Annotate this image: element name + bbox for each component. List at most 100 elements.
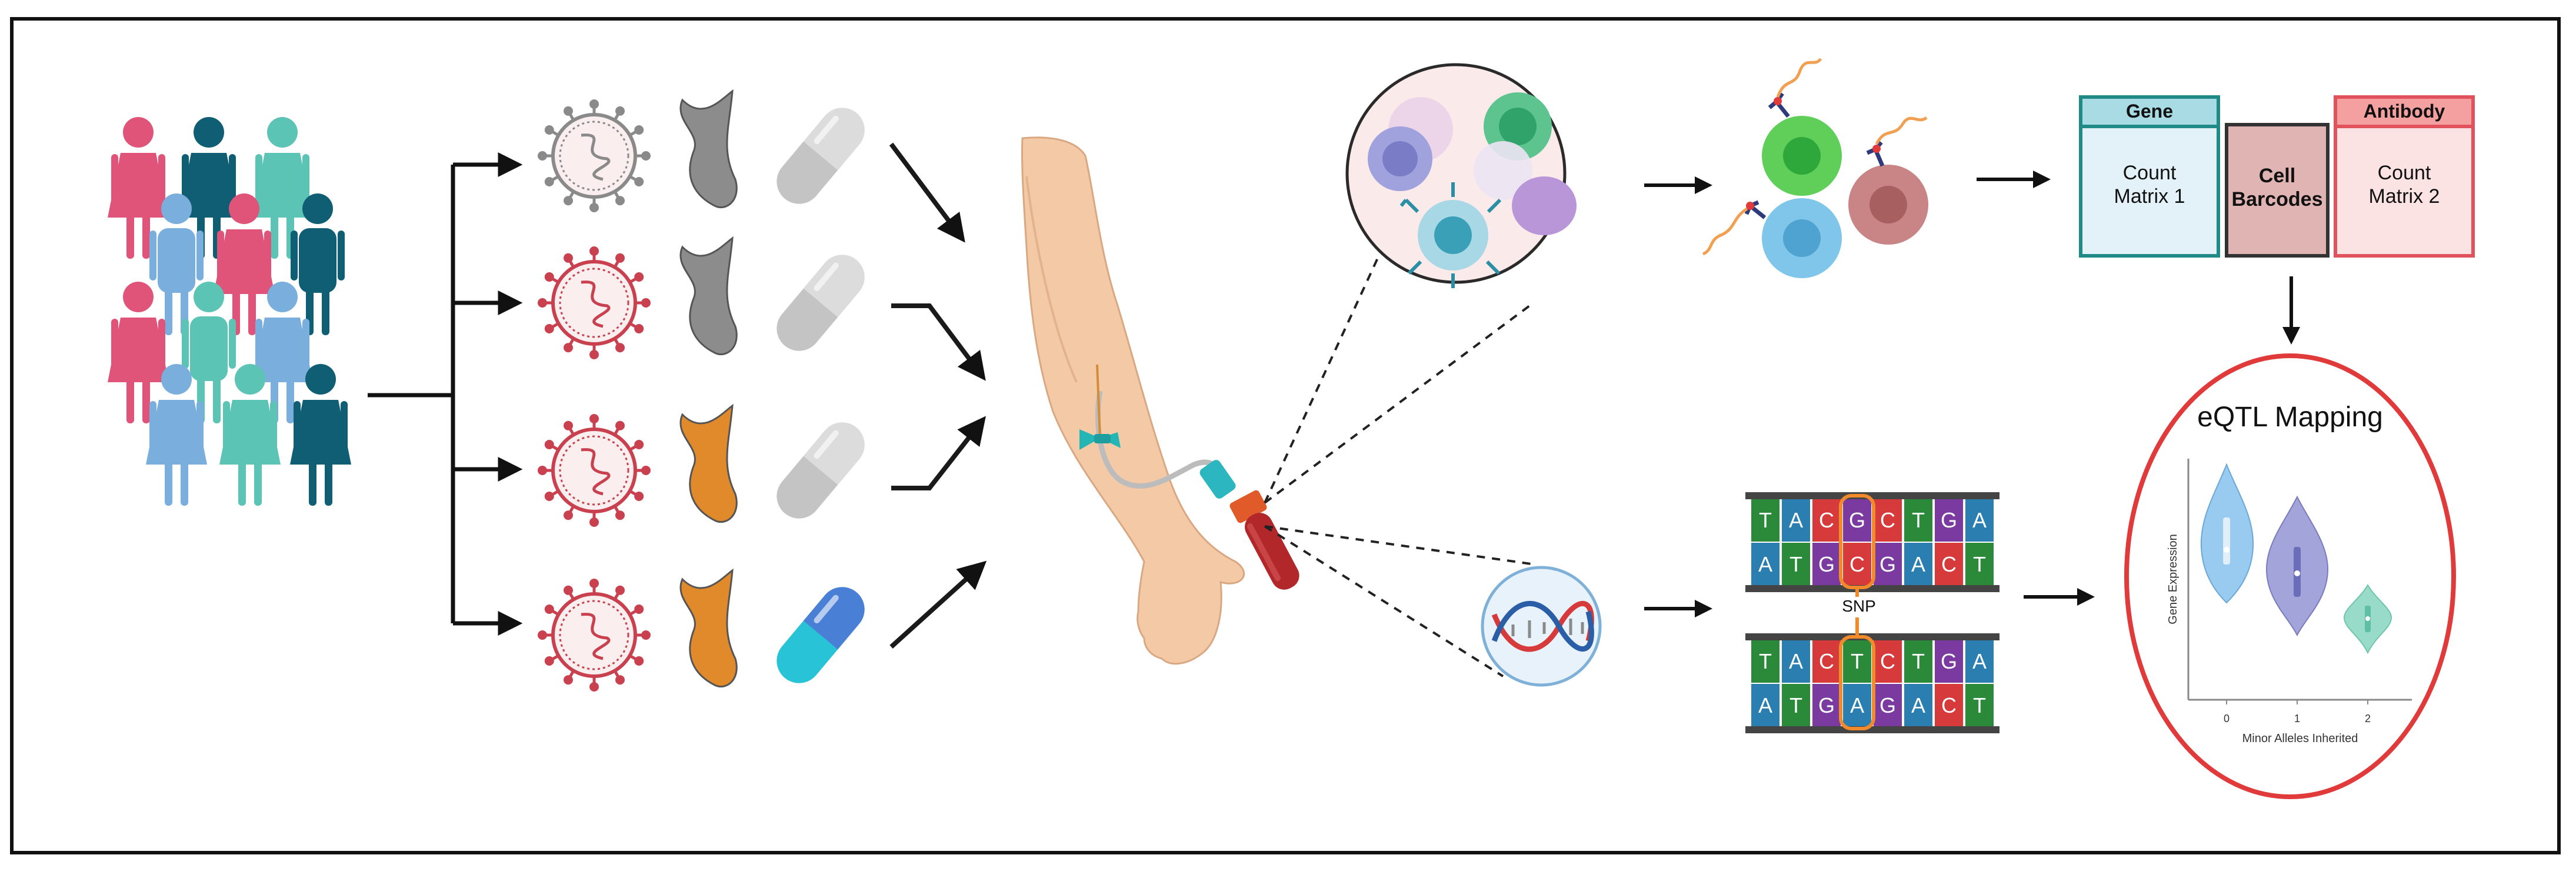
capsule-icon [777, 587, 865, 683]
condition-row [538, 403, 865, 527]
base-letter: G [1818, 552, 1835, 576]
base-letter: G [1941, 508, 1957, 532]
antibody-count-line2: Matrix 2 [2369, 185, 2440, 208]
base-letter: A [1911, 552, 1925, 576]
person-icon [178, 117, 239, 259]
right-arrows [1644, 171, 2300, 617]
person-icon [108, 117, 169, 259]
virus-icon [538, 99, 651, 212]
gene-count-line1: Count [2123, 162, 2177, 184]
figure-frame [10, 17, 2561, 854]
person-icon [108, 282, 169, 423]
base-letter: A [1850, 693, 1864, 717]
butterfly-needle [1079, 429, 1121, 450]
base-letter: T [1912, 649, 1925, 673]
base-letter: G [1879, 552, 1896, 576]
base-tile [1812, 640, 1841, 683]
base-letter: C [1941, 693, 1957, 717]
virus-icon [538, 579, 651, 692]
person-icon [290, 364, 351, 506]
antibody-matrix-header [2334, 95, 2475, 128]
base-letter: T [1759, 649, 1772, 673]
base-tile [1782, 543, 1810, 585]
tissue-icon [679, 568, 738, 688]
base-letter: T [1912, 508, 1925, 532]
base-tile [1904, 543, 1932, 585]
base-letter: A [1758, 552, 1772, 576]
gene-count-line2: Matrix 1 [2114, 185, 2185, 208]
base-tile [1935, 684, 1963, 726]
person-icon [252, 282, 313, 423]
gene-matrix-header [2079, 95, 2220, 128]
condition-row [538, 236, 865, 359]
person-icon [252, 117, 313, 259]
converging-arrows [889, 142, 987, 649]
base-letter: G [1941, 649, 1957, 673]
count-matrices: Gene Count Matrix 1 Cell Barcodes Antibo… [2079, 95, 2475, 258]
base-tile [1965, 684, 1994, 726]
base-tile [1904, 640, 1932, 683]
base-tile [1843, 543, 1871, 585]
eqtl-panel: eQTL Mapping Gene Expression Minor Allel… [2124, 353, 2456, 799]
base-letter: G [1879, 693, 1896, 717]
base-tile [1751, 543, 1779, 585]
antibody-header-label: Antibody [2364, 101, 2445, 122]
base-letter: A [1789, 649, 1803, 673]
base-letter: T [1789, 693, 1802, 717]
person-icon [146, 364, 207, 506]
base-tile [1843, 499, 1871, 542]
base-letter: T [1851, 649, 1864, 673]
base-tile [1874, 640, 1902, 683]
base-letter: A [1789, 508, 1803, 532]
base-tile [1965, 640, 1994, 683]
snp-highlight [1839, 635, 1875, 730]
capsule-icon [777, 108, 865, 204]
base-letter: A [1911, 693, 1925, 717]
base-letter: C [1941, 552, 1957, 576]
eqtl-tick-2: 2 [2365, 713, 2371, 724]
virus-icon [538, 246, 651, 359]
base-tile [1935, 499, 1963, 542]
base-tile [1782, 640, 1810, 683]
person-icon [219, 364, 281, 506]
base-tile [1843, 684, 1871, 726]
barcodes-line2: Barcodes [2232, 188, 2323, 211]
base-tile [1874, 543, 1902, 585]
base-letter: G [1849, 508, 1865, 532]
base-letter: C [1880, 649, 1895, 673]
base-tile [1904, 499, 1932, 542]
base-letter: C [1819, 649, 1834, 673]
person-icon [291, 193, 345, 335]
antibody-count-line1: Count [2378, 162, 2431, 184]
base-tile [1812, 499, 1841, 542]
arm [1021, 136, 1245, 665]
base-tile [1965, 543, 1994, 585]
base-tile [1874, 684, 1902, 726]
capsule-icon [777, 422, 865, 519]
cell-zoom-circle [1345, 63, 1577, 288]
eqtl-xlabel: Minor Alleles Inherited [2242, 732, 2358, 745]
base-letter: T [1973, 693, 1986, 717]
snp-label: SNP [1842, 597, 1876, 615]
antibody-labeled-cells [1702, 58, 1928, 278]
blood-tube [1229, 490, 1299, 590]
condition-row [538, 89, 865, 212]
base-tile [1935, 640, 1963, 683]
base-letter: A [1972, 508, 1987, 532]
base-letter: A [1972, 649, 1987, 673]
eqtl-tick-0: 0 [2224, 713, 2230, 724]
snp-highlight [1839, 494, 1875, 589]
base-letter: C [1819, 508, 1834, 532]
condition-rows [538, 89, 865, 692]
base-letter: C [1849, 552, 1865, 576]
base-letter: T [1789, 552, 1802, 576]
base-tile [1751, 684, 1779, 726]
tissue-icon [679, 403, 738, 523]
base-letter: A [1758, 693, 1772, 717]
base-letter: C [1880, 508, 1895, 532]
base-tile [1935, 543, 1963, 585]
cell-barcodes-box [2225, 123, 2330, 258]
condition-row [538, 568, 865, 692]
